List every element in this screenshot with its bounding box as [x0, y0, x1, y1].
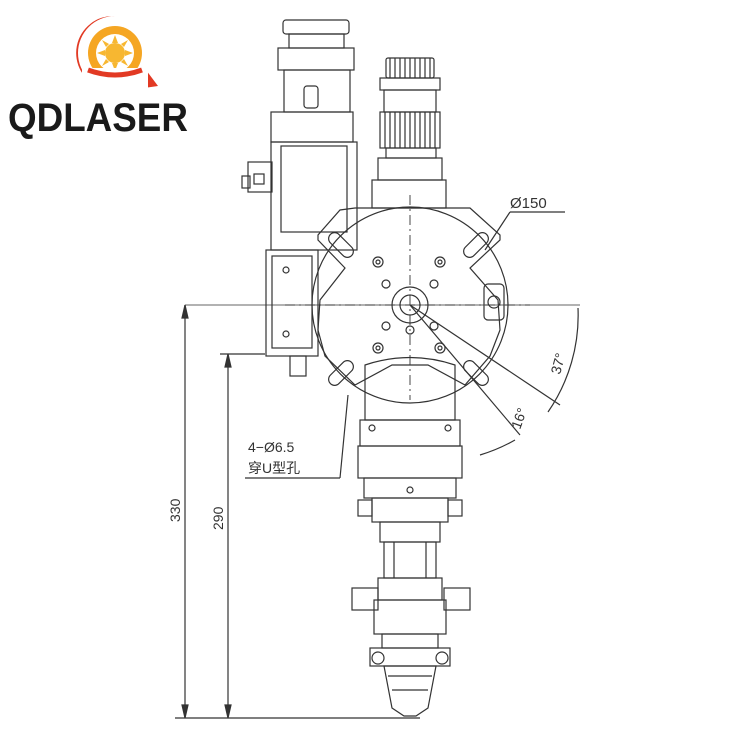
dim-330-label: 330 [167, 498, 183, 522]
dim-290-label: 290 [210, 506, 226, 530]
vertical-dimensions [175, 304, 420, 719]
diameter-leader [484, 211, 565, 251]
angle-dimensions [185, 304, 580, 456]
lower-tube [351, 521, 471, 717]
brand-logo [76, 15, 158, 90]
sun-q-logo-icon [76, 15, 158, 90]
camera-module [371, 57, 447, 209]
angle-37-label: 37° [547, 351, 568, 376]
brand-name: QDLASER [8, 96, 188, 140]
angle-16-label: 16° [508, 406, 530, 431]
hole-note-label: 穿U型孔 [248, 460, 300, 476]
side-box [265, 249, 319, 377]
diameter-150-label: Ø150 [510, 195, 547, 212]
hole-spec-label: 4−Ø6.5 [248, 439, 295, 455]
collimator-module [241, 19, 358, 251]
hole-note-leader [245, 394, 349, 479]
